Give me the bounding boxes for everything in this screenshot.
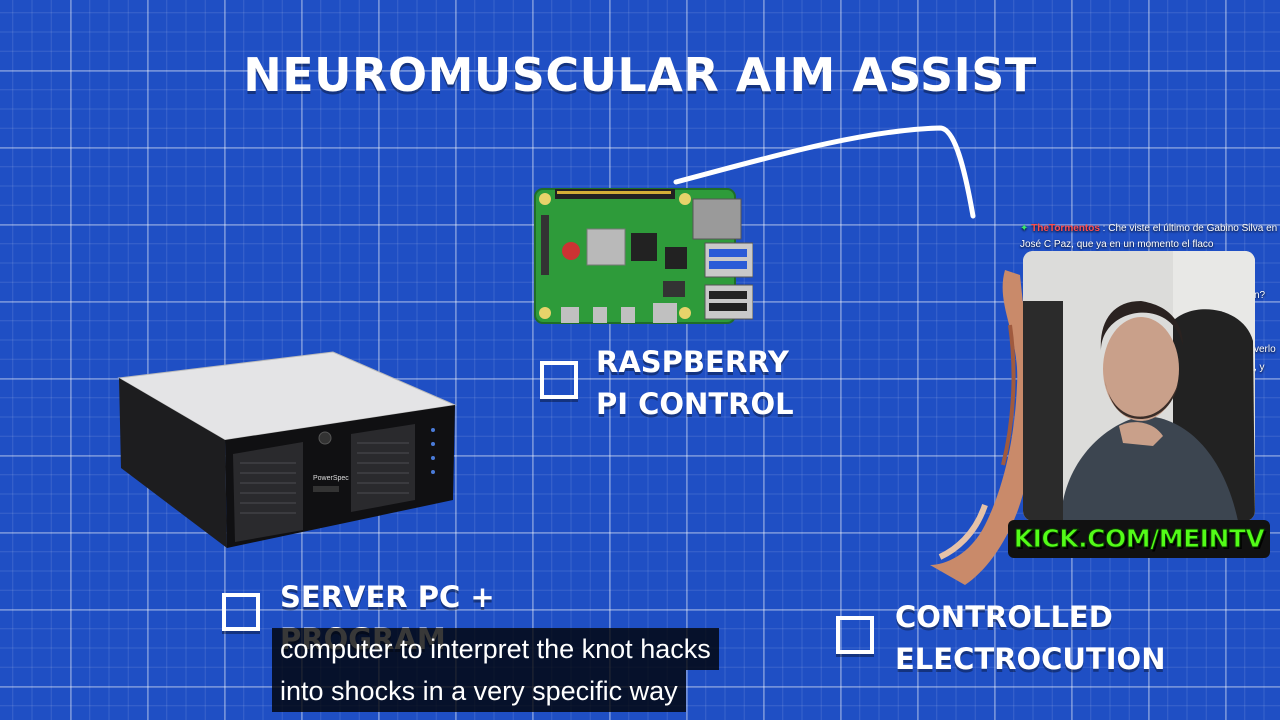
raspberry-pi-image: [534, 188, 753, 324]
chat-text: Che viste el último de Gabino Silva en J…: [1020, 223, 1278, 250]
chat-partial-2: verlo: [1254, 344, 1276, 355]
subtitle-box: computer to interpret the knot hacks int…: [272, 628, 719, 712]
subtitle-line-2: into shocks in a very specific way: [272, 670, 686, 712]
webcam-feed: [1023, 251, 1255, 521]
pi-control-checkbox: [540, 361, 578, 399]
pi-control-line1: RASPBERRY: [596, 345, 789, 379]
page-title: NEUROMUSCULAR AIM ASSIST: [243, 48, 1037, 102]
chat-message: ✦ TheTormentos : Che viste el último de …: [1020, 223, 1278, 250]
electrocution-label: CONTROLLED ELECTROCUTION: [895, 596, 1165, 680]
electrocution-checkbox: [836, 616, 874, 654]
chat-badge-icon: ✦: [1020, 223, 1029, 234]
pi-control-label: RASPBERRY PI CONTROL: [596, 341, 794, 425]
muscle-arm-image: [930, 270, 1032, 585]
chat-partial-1: n?: [1254, 290, 1266, 301]
server-pc-checkbox: [222, 593, 260, 631]
streamer-image: [1023, 251, 1255, 521]
server-pc-image: PowerSpec: [117, 351, 457, 548]
server-pc-line1: SERVER PC +: [280, 580, 495, 614]
chat-partial-3: , y: [1254, 362, 1265, 373]
stream-link-banner[interactable]: KICK.COM/MEINTV: [1008, 520, 1270, 558]
electrocution-line2: ELECTROCUTION: [895, 642, 1166, 676]
pi-control-line2: PI CONTROL: [596, 387, 794, 421]
electrocution-line1: CONTROLLED: [895, 600, 1113, 634]
subtitle-line-1: computer to interpret the knot hacks: [272, 628, 719, 670]
server-brand-label: PowerSpec: [313, 475, 349, 482]
chat-username: TheTormentos: [1031, 223, 1100, 234]
